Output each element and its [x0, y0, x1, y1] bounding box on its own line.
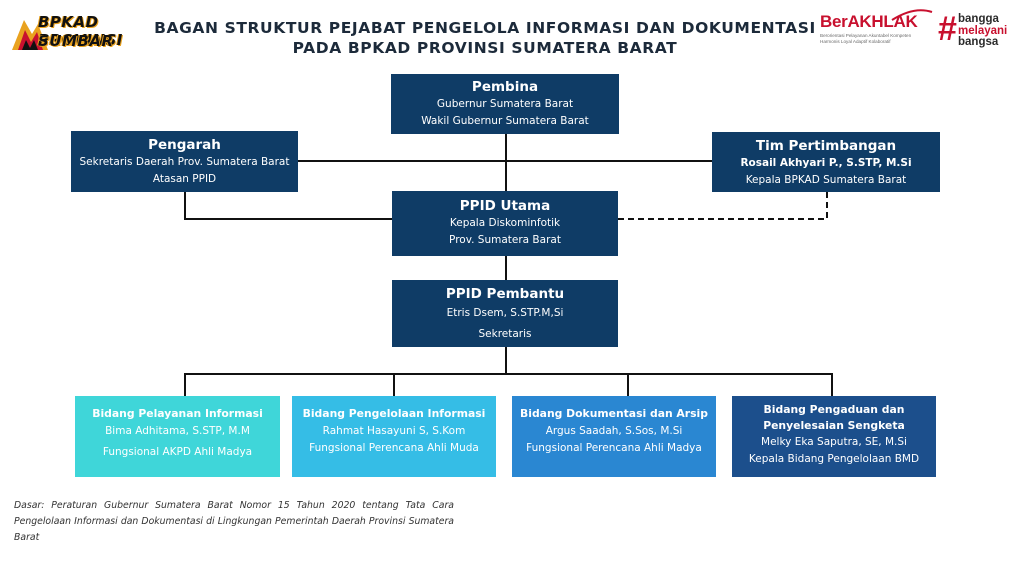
bidang-4-role: Kepala Bidang Pengelolaan BMD [748, 453, 920, 465]
mountain-logo-icon [12, 20, 48, 50]
ppid-utama-line-1: Kepala Diskominfotik [449, 217, 561, 229]
bidang-2-name: Rahmat Hasayuni S, S.Kom [322, 425, 466, 437]
ppid-pembantu-line-1: Etris Dsem, S.STP.M,Si [446, 307, 564, 319]
connector-bidang-2 [393, 373, 395, 396]
connector-pengarah-down [184, 192, 186, 219]
pengarah-box: Pengarah Sekretaris Daerah Prov. Sumater… [71, 131, 298, 192]
tim-pertimbangan-line-1: Rosail Akhyari P., S.STP, M.Si [740, 157, 912, 169]
ppid-utama-line-2: Prov. Sumatera Barat [449, 234, 561, 246]
bidang-1-name: Bima Adhitama, S.STP, M.M [105, 425, 250, 437]
bidang-4-name: Melky Eka Saputra, SE, M.Si [761, 436, 907, 448]
pengarah-title: Pengarah [148, 137, 221, 153]
bidang-4-title-line-1: Bidang Pengaduan dan [763, 403, 905, 416]
berakhlak-tagline-2: Harmonis Loyal Adaptif Kolaboratif [820, 39, 891, 45]
tim-pertimbangan-title: Tim Pertimbangan [755, 138, 897, 154]
bangga-word-3: bangsa [958, 36, 999, 48]
pembina-line-1: Gubernur Sumatera Barat [436, 98, 574, 110]
logo-text-line1: BPKAD PROVINSI [38, 13, 123, 49]
berakhlak-logo: BerAKHLAK Berorientasi Pelayanan Akuntab… [820, 9, 933, 52]
connector-bidang-4 [831, 373, 833, 396]
connector-pembina-utama [505, 134, 507, 191]
logo-text-line2: SUMBAR [38, 32, 114, 50]
connector-pengarah-tim [298, 160, 712, 162]
ppid-utama-title: PPID Utama [459, 198, 551, 214]
pembina-box: Pembina Gubernur Sumatera Barat Wakil Gu… [391, 74, 619, 134]
bidang-box-1: Bidang Pelayanan Informasi Bima Adhitama… [75, 396, 280, 477]
bidang-3-title: Bidang Dokumentasi dan Arsip [520, 407, 708, 420]
connector-pembantu-bus [505, 347, 507, 374]
berakhlak-wordmark: BerAKHLAK [820, 12, 918, 31]
hashtag-icon: # [938, 10, 957, 48]
bidang-3-role: Fungsional Perencana Ahli Madya [526, 442, 702, 454]
ppid-pembantu-line-2: Sekretaris [478, 328, 532, 340]
legal-basis-footnote: Dasar: Peraturan Gubernur Sumatera Barat… [14, 500, 454, 543]
bidang-box-2: Bidang Pengelolaan Informasi Rahmat Hasa… [292, 396, 496, 477]
title-line-2: PADA BPKAD PROVINSI SUMATERA BARAT [292, 39, 678, 57]
dashed-connector-tim-utama [618, 192, 828, 220]
tim-pertimbangan-box: Tim Pertimbangan Rosail Akhyari P., S.ST… [712, 132, 940, 192]
connector-bidang-3 [627, 373, 629, 396]
title-line-1: BAGAN STRUKTUR PEJABAT PENGELOLA INFORMA… [154, 19, 816, 37]
bidang-2-role: Fungsional Perencana Ahli Muda [309, 442, 479, 454]
connector-bidang-1 [184, 373, 186, 396]
connector-bidang-bus [184, 373, 833, 375]
bidang-4-title-line-2: Penyelesaian Sengketa [763, 419, 905, 432]
ppid-pembantu-title: PPID Pembantu [445, 286, 565, 302]
connector-utama-pembantu [505, 256, 507, 280]
bidang-box-3: Bidang Dokumentasi dan Arsip Argus Saada… [512, 396, 716, 477]
tim-pertimbangan-line-2: Kepala BPKAD Sumatera Barat [745, 174, 907, 186]
swoosh-icon [891, 9, 933, 21]
bangga-word-2: melayani [958, 24, 1008, 37]
bidang-1-title: Bidang Pelayanan Informasi [92, 407, 263, 420]
bangga-melayani-logo: # bangga melayani bangsa [938, 12, 1018, 52]
connector-pengarah-utama [184, 218, 392, 220]
pengarah-line-2: Atasan PPID [152, 173, 217, 185]
bidang-box-4: Bidang Pengaduan dan Penyelesaian Sengke… [732, 396, 936, 477]
ppid-pembantu-box: PPID Pembantu Etris Dsem, S.STP.M,Si Sek… [392, 280, 618, 347]
pembina-line-2: Wakil Gubernur Sumatera Barat [421, 115, 589, 127]
bidang-1-role: Fungsional AKPD Ahli Madya [102, 446, 253, 458]
bidang-2-title: Bidang Pengelolaan Informasi [302, 407, 486, 420]
bidang-3-name: Argus Saadah, S.Sos, M.Si [545, 425, 683, 437]
pengarah-line-1: Sekretaris Daerah Prov. Sumatera Barat [79, 156, 290, 168]
bpkad-logo: BPKAD PROVINSI SUMBAR [10, 8, 148, 56]
bangga-word-1: bangga [958, 13, 999, 25]
berakhlak-tagline-1: Berorientasi Pelayanan Akuntabel Kompete… [820, 33, 912, 38]
ppid-utama-box: PPID Utama Kepala Diskominfotik Prov. Su… [392, 191, 618, 256]
pembina-title: Pembina [471, 79, 539, 95]
page-title: BAGAN STRUKTUR PEJABAT PENGELOLA INFORMA… [150, 18, 820, 58]
